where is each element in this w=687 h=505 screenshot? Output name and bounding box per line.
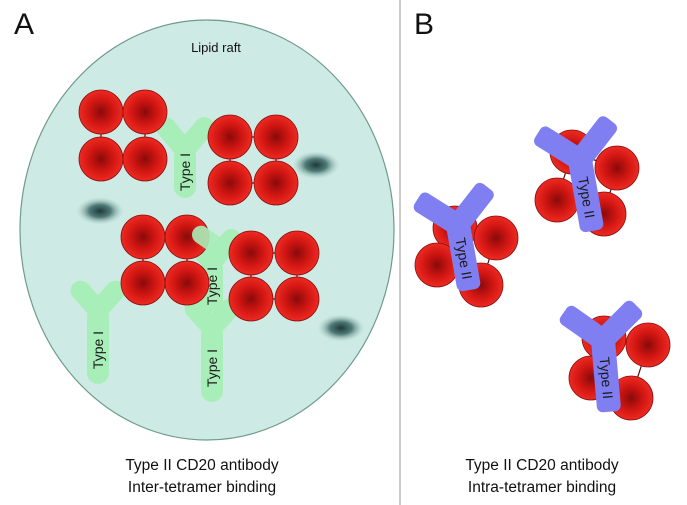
- cd20-tetramer: [78, 89, 168, 182]
- cd20-monomer: [207, 114, 253, 160]
- type-ii-antibody: Type II: [534, 116, 618, 233]
- cd20-tetramer: [120, 214, 210, 306]
- cd20-monomer: [122, 89, 168, 135]
- panel-a: A Lipid raft Type I Type I: [14, 8, 395, 496]
- type-i-label: Type I: [177, 153, 193, 191]
- panel-a-caption-line1: Type II CD20 antibody: [125, 457, 279, 474]
- cd20-monomer: [274, 230, 320, 276]
- type-i-antibody: Type I: [70, 280, 126, 384]
- panel-b-caption-line1: Type II CD20 antibody: [465, 457, 619, 474]
- panel-a-caption-line2: Inter-tetramer binding: [128, 479, 276, 496]
- cd20-tetramer: [228, 230, 320, 322]
- type-ii-label: Type II: [575, 175, 598, 219]
- cd20-monomer: [164, 260, 210, 306]
- type-ii-antibody: Type II: [559, 300, 643, 413]
- type-i-antibody-arm-overlay: [191, 225, 229, 257]
- cd20-monomer: [120, 260, 166, 306]
- panel-b-letter: B: [414, 8, 434, 41]
- panel-b: B Type II: [413, 8, 671, 496]
- cd20-tetramer: [207, 114, 299, 206]
- cd20-monomer: [228, 276, 274, 322]
- cd20-monomer: [120, 214, 166, 260]
- cd20-monomer: [78, 89, 124, 135]
- raft-protein-oval: [76, 197, 124, 225]
- type-ii-label: Type II: [452, 236, 475, 280]
- type-ii-label: Type II: [597, 356, 617, 399]
- cd20-monomer: [253, 160, 299, 206]
- cd20-monomer: [253, 114, 299, 160]
- cd20-monomer: [78, 136, 124, 182]
- cd20-monomer: [122, 136, 168, 182]
- panel-b-caption-line2: Intra-tetramer binding: [468, 479, 616, 496]
- type-i-antibody: Type I: [155, 117, 215, 198]
- panel-a-letter: A: [14, 8, 34, 41]
- raft-protein-oval: [317, 314, 365, 342]
- cd20-monomer: [228, 230, 274, 276]
- type-i-label: Type I: [90, 331, 106, 369]
- type-ii-antibody: Type II: [413, 182, 494, 292]
- cd20-monomer: [473, 215, 519, 261]
- cd20-monomer: [594, 145, 640, 191]
- cd20-monomer: [207, 160, 253, 206]
- lipid-raft-label: Lipid raft: [191, 40, 241, 55]
- cd20-monomer: [274, 276, 320, 322]
- cd20-monomer: [625, 322, 671, 368]
- raft-protein-oval: [292, 151, 340, 179]
- type-i-label: Type I: [204, 349, 220, 387]
